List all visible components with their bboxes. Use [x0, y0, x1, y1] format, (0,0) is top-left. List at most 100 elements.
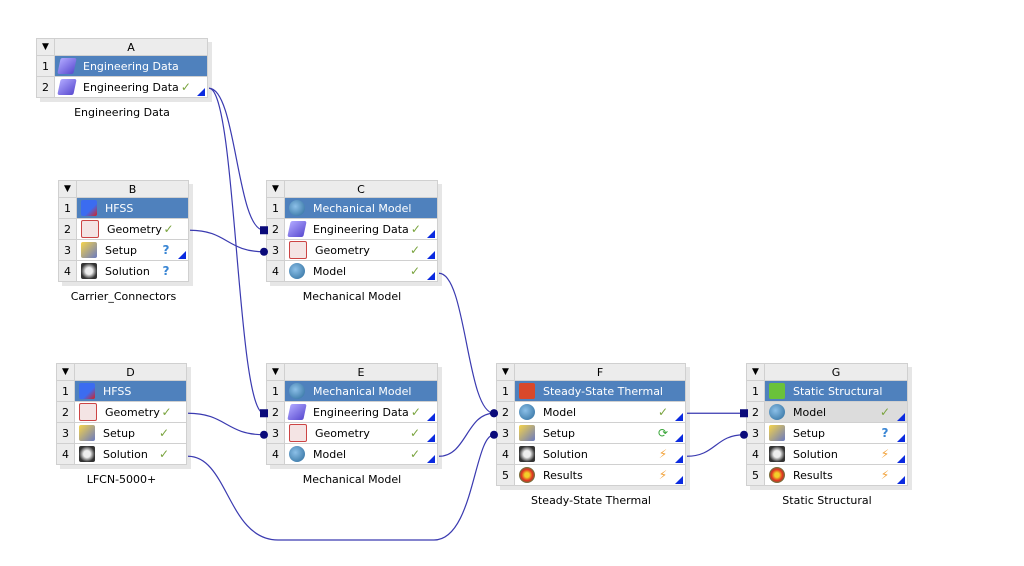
cell-label[interactable]: Solution — [103, 447, 148, 461]
system-menu-arrow-icon[interactable]: ▼ — [266, 180, 285, 198]
system-menu-arrow-icon[interactable]: ▼ — [56, 363, 75, 381]
output-corner-icon[interactable] — [427, 228, 435, 238]
system-caption[interactable]: Mechanical Model — [302, 473, 402, 486]
connection-wire-3[interactable] — [187, 412, 265, 436]
cell-label[interactable]: Model — [313, 447, 347, 461]
output-corner-icon[interactable] — [197, 86, 205, 96]
output-corner-icon[interactable] — [427, 249, 435, 259]
cell-label[interactable]: Geometry — [315, 243, 370, 257]
system-menu-arrow-icon[interactable]: ▼ — [746, 363, 765, 381]
output-corner-icon[interactable] — [427, 270, 435, 280]
cell-label[interactable]: Setup — [105, 243, 138, 257]
system-menu-arrow-icon[interactable]: ▼ — [496, 363, 515, 381]
system-menu-arrow-icon[interactable]: ▼ — [36, 38, 55, 56]
output-corner-icon[interactable] — [675, 474, 683, 484]
cell-label[interactable]: Setup — [103, 426, 136, 440]
output-corner-icon[interactable] — [427, 411, 435, 421]
cell-label[interactable]: Solution — [793, 447, 838, 461]
cell-label[interactable]: HFSS — [103, 384, 132, 398]
cell-label[interactable]: Engineering Data — [313, 222, 409, 236]
cell-label[interactable]: HFSS — [105, 201, 134, 215]
cell-label[interactable]: Geometry — [105, 405, 160, 419]
cell-label[interactable]: Engineering Data — [313, 405, 409, 419]
cell-label[interactable]: Engineering Data — [83, 59, 179, 73]
connection-wire-8[interactable] — [686, 434, 745, 457]
cell-label[interactable]: Setup — [543, 426, 576, 440]
output-corner-icon[interactable] — [427, 432, 435, 442]
cell-label[interactable]: Engineering Data — [83, 80, 179, 94]
cell-label[interactable]: Model — [793, 405, 827, 419]
system-menu-arrow-icon[interactable]: ▼ — [58, 180, 77, 198]
connection-wire-0[interactable] — [208, 87, 265, 231]
cell-label[interactable]: Setup — [793, 426, 826, 440]
output-corner-icon[interactable] — [675, 453, 683, 463]
cell-label[interactable]: Static Structural — [793, 384, 883, 398]
output-corner-icon[interactable] — [675, 411, 683, 421]
output-corner-icon[interactable] — [178, 249, 186, 259]
output-corner-icon[interactable] — [427, 453, 435, 463]
output-corner-icon[interactable] — [897, 453, 905, 463]
cell-label[interactable]: Solution — [105, 264, 150, 278]
cell-label[interactable]: Model — [543, 405, 577, 419]
system-caption[interactable]: Mechanical Model — [302, 290, 402, 303]
connection-wire-4[interactable] — [438, 272, 495, 414]
output-corner-icon[interactable] — [897, 432, 905, 442]
output-corner-icon[interactable] — [897, 411, 905, 421]
system-caption[interactable]: Carrier_Connectors — [70, 290, 177, 303]
cell-label[interactable]: Results — [793, 468, 833, 482]
connection-wire-5[interactable] — [438, 412, 495, 457]
cell-label[interactable]: Geometry — [107, 222, 162, 236]
output-corner-icon[interactable] — [675, 432, 683, 442]
connection-wire-1[interactable] — [208, 87, 265, 414]
system-menu-arrow-icon[interactable]: ▼ — [266, 363, 285, 381]
cell-label[interactable]: Model — [313, 264, 347, 278]
system-caption[interactable]: Static Structural — [782, 494, 872, 507]
cell-label[interactable]: Results — [543, 468, 583, 482]
connection-wire-2[interactable] — [189, 229, 265, 253]
system-caption[interactable]: LFCN-5000+ — [86, 473, 157, 486]
cell-label[interactable]: Mechanical Model — [313, 384, 412, 398]
system-caption[interactable]: Engineering Data — [74, 106, 170, 119]
output-corner-icon[interactable] — [897, 474, 905, 484]
cell-label[interactable]: Steady-State Thermal — [543, 384, 663, 398]
system-caption[interactable]: Steady-State Thermal — [531, 494, 651, 507]
cell-label[interactable]: Solution — [543, 447, 588, 461]
cell-label[interactable]: Mechanical Model — [313, 201, 412, 215]
cell-label[interactable]: Geometry — [315, 426, 370, 440]
